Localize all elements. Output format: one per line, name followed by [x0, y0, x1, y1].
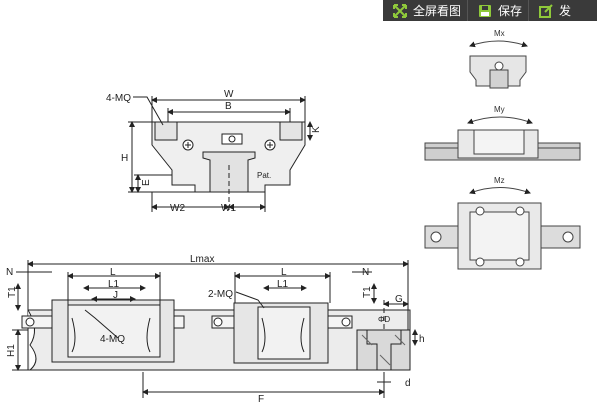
moment-mx-view: [469, 40, 528, 89]
label-phi-d: ΦD: [378, 315, 390, 324]
label-lmax: Lmax: [190, 254, 214, 265]
save-button[interactable]: 保存: [468, 0, 530, 21]
fullscreen-button[interactable]: 全屏看图: [383, 0, 469, 21]
label-h: H: [121, 153, 128, 164]
save-icon: [479, 4, 492, 17]
cross-section-labels: 4-MQ W B K H E Pat. W2 W1: [106, 89, 322, 214]
fullscreen-label: 全屏看图: [413, 4, 462, 18]
label-l1-left: L1: [108, 279, 120, 290]
label-j: J: [113, 290, 118, 301]
label-l1-right: L1: [277, 279, 289, 290]
label-g: G: [395, 294, 403, 305]
fullscreen-icon: [393, 3, 407, 18]
label-k: K: [311, 126, 322, 133]
label-t1-left: T1: [7, 286, 18, 298]
label-f: F: [258, 394, 264, 405]
share-edit-icon: [539, 3, 553, 18]
moment-mz-view: [424, 187, 581, 270]
label-l-right: L: [281, 267, 287, 278]
label-h-small: h: [419, 334, 425, 345]
label-b: B: [225, 101, 232, 112]
label-my: My: [494, 105, 505, 114]
label-mz: Mz: [494, 176, 505, 185]
label-mx: Mx: [494, 29, 505, 38]
label-t1-right: T1: [362, 286, 373, 298]
label-4mq-top: 4-MQ: [106, 93, 131, 104]
moment-labels: Mx My Mz: [494, 29, 505, 185]
image-viewer-toolbar: 全屏看图 保存 发: [383, 0, 597, 21]
side-view-labels: N Lmax L L1 J T1 H1 4-MQ 2-MQ L L1 N T1 …: [6, 254, 425, 405]
label-w: W: [224, 89, 234, 100]
label-e: E: [141, 179, 152, 186]
save-label: 保存: [498, 4, 523, 18]
label-2mq: 2-MQ: [208, 289, 233, 300]
label-l-left: L: [110, 267, 116, 278]
label-pat: Pat.: [257, 171, 271, 180]
share-label: 发: [559, 4, 572, 18]
moment-my-view: [424, 116, 581, 161]
label-n-left: N: [6, 267, 13, 278]
side-view: [12, 260, 418, 398]
label-d: d: [405, 378, 411, 389]
label-4mq-side: 4-MQ: [100, 334, 125, 345]
label-n-right: N: [362, 267, 369, 278]
label-w2: W2: [170, 203, 185, 214]
cross-section-view: [128, 96, 313, 212]
share-button[interactable]: 发: [529, 0, 577, 21]
label-h1: H1: [6, 344, 17, 357]
label-w1: W1: [221, 203, 236, 214]
